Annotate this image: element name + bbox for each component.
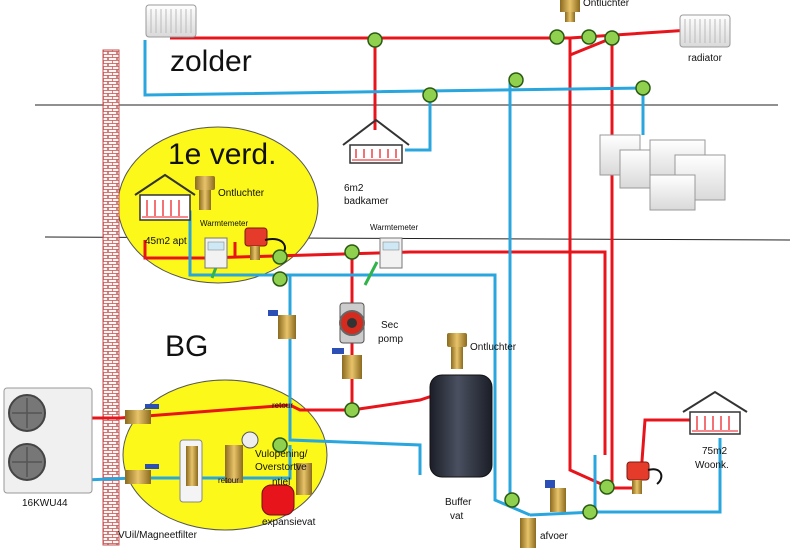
radiator-attic-left bbox=[145, 4, 197, 38]
heatmeter-main-icon bbox=[379, 237, 403, 269]
vent-top-label: Ontluchter bbox=[583, 0, 630, 9]
radiator-stack bbox=[599, 134, 726, 211]
brick-wall bbox=[102, 49, 120, 546]
sec-pump-label-2: pomp bbox=[378, 334, 404, 345]
sec-pump-label-1: Sec bbox=[381, 320, 399, 331]
valve-return-hp-icon bbox=[125, 464, 159, 484]
magnetic-filter-icon bbox=[179, 439, 203, 503]
fill-valve-label-3: ntiel bbox=[272, 477, 291, 488]
circulation-pump-icon bbox=[339, 302, 365, 344]
bathroom-area-label: 6m2 bbox=[344, 183, 364, 194]
ball-valve-icon bbox=[268, 310, 296, 339]
fill-valve-label-1: Vulopening/ bbox=[255, 449, 308, 460]
bypass-pipe bbox=[363, 261, 379, 286]
vent-first-icon bbox=[195, 176, 215, 210]
vent-buffer-label: Ontluchter bbox=[470, 342, 517, 353]
motor-valve-living-icon bbox=[626, 461, 663, 494]
heatmeter-main-label: Warmtemeter bbox=[370, 223, 419, 232]
valve-drain-blue-icon bbox=[545, 480, 566, 512]
fill-valve-label-2: Overstortve bbox=[255, 462, 307, 473]
return-label-1: retour bbox=[272, 401, 293, 410]
floor-label-attic: zolder bbox=[170, 45, 252, 78]
expansion-vessel-label: expansievat bbox=[262, 517, 316, 528]
living-area-label: 75m2 bbox=[702, 446, 728, 457]
floor-label-ground: BG bbox=[165, 330, 209, 363]
vent-first-label: Ontluchter bbox=[218, 188, 265, 199]
buffer-label-1: Buffer bbox=[445, 497, 472, 508]
bathroom-name-label: badkamer bbox=[344, 196, 389, 207]
fill-valve-icon bbox=[296, 463, 312, 495]
living-name-label: Woonk. bbox=[695, 460, 729, 471]
ball-valve-2-icon bbox=[332, 348, 362, 379]
heat-pump-unit-icon bbox=[3, 387, 93, 494]
return-label-2: retour bbox=[218, 476, 239, 485]
buffer-label-2: vat bbox=[450, 511, 464, 522]
expansion-vessel-icon bbox=[261, 484, 295, 516]
valve-supply-hp-icon bbox=[125, 404, 159, 424]
apartment-area-label: 45m2 apt bbox=[145, 236, 187, 247]
safety-valve-icon bbox=[225, 431, 259, 483]
heatmeter-first-icon bbox=[204, 237, 228, 269]
heatmeter-first-label: Warmtemeter bbox=[200, 219, 249, 228]
house-icon-living bbox=[682, 390, 748, 435]
vent-top-icon bbox=[560, 0, 580, 22]
house-icon-apartment bbox=[134, 173, 196, 221]
pipe-junctions bbox=[272, 29, 651, 520]
radiator-label: radiator bbox=[688, 53, 722, 64]
buffer-tank-icon bbox=[429, 374, 493, 478]
vent-buffer-icon bbox=[447, 333, 467, 369]
drain-label: afvoer bbox=[540, 531, 568, 542]
house-icon-bathroom bbox=[342, 118, 410, 164]
filter-label: VUil/Magneetfilter bbox=[118, 530, 197, 541]
heat-pump-label: 16KWU44 bbox=[22, 498, 68, 509]
floor-label-first: 1e verd. bbox=[168, 138, 277, 171]
drain-valve-icon bbox=[520, 518, 536, 548]
radiator-attic-right bbox=[679, 14, 731, 48]
